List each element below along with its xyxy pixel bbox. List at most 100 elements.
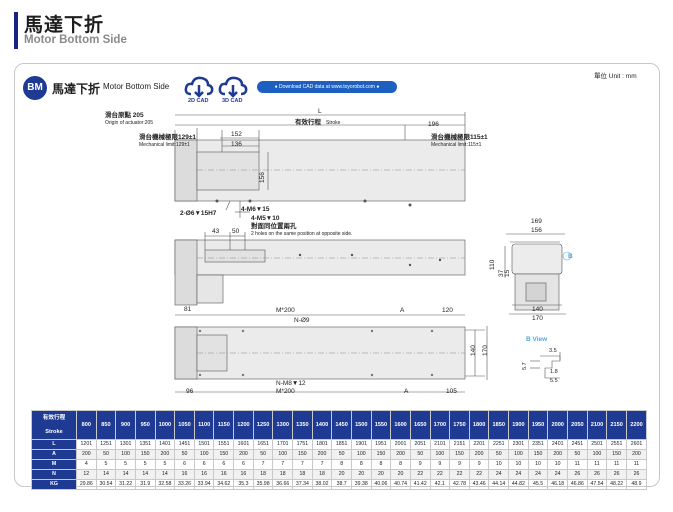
- stroke-value-cell: 1500: [350, 410, 372, 440]
- table-cell: 24: [527, 469, 549, 480]
- table-cell: 200: [625, 449, 648, 460]
- top-view-motor-end: [174, 139, 198, 202]
- table-cell: 39.38: [350, 479, 372, 490]
- stroke-value-cell: 1800: [468, 410, 490, 440]
- dim-15: 15: [504, 269, 511, 277]
- label-b-view: B View: [526, 336, 548, 343]
- dim-169: 169: [531, 218, 542, 225]
- table-cell: 200: [468, 449, 490, 460]
- table-cell: 9: [449, 459, 470, 470]
- table-cell: 11: [586, 459, 608, 470]
- dim-50: 50: [232, 228, 240, 235]
- table-cell: 10: [508, 459, 529, 470]
- table-cell: 18: [292, 469, 313, 480]
- table-cell: 100: [193, 449, 215, 460]
- stroke-value-cell: 2200: [625, 410, 648, 440]
- side-view-motor: [196, 274, 224, 304]
- table-cell: 14: [115, 469, 136, 480]
- table-cell: 48.22: [606, 479, 627, 490]
- table-cell: 150: [134, 449, 156, 460]
- table-cell: 100: [350, 449, 372, 460]
- table-cell: 1301: [115, 439, 136, 450]
- label-origin: 滑台原點 205: [105, 110, 144, 119]
- label-m6: 4-M6▼15: [241, 206, 270, 213]
- cad-2d-cloud-icon[interactable]: [184, 72, 214, 102]
- table-cell: 100: [508, 449, 529, 460]
- dim-105: 105: [446, 388, 457, 395]
- table-cell: 26: [586, 469, 608, 480]
- stroke-value-cell: 1550: [370, 410, 392, 440]
- table-cell: 16: [174, 469, 195, 480]
- table-cell: 16: [213, 469, 235, 480]
- table-cell: 14: [95, 469, 117, 480]
- stroke-value-cell: 2000: [547, 410, 569, 440]
- table-cell: 40.06: [370, 479, 392, 490]
- table-cell: 44.82: [508, 479, 529, 490]
- table-cell: 150: [370, 449, 392, 460]
- table-cell: 1251: [95, 439, 117, 450]
- stroke-value-cell: 1700: [429, 410, 451, 440]
- label-stroke: 有效行程: [295, 117, 322, 126]
- table-cell: 1401: [154, 439, 176, 450]
- stroke-value-cell: 1000: [154, 410, 176, 440]
- table-cell: 6: [193, 459, 215, 470]
- table-cell: 150: [606, 449, 627, 460]
- stroke-value-cell: 1850: [488, 410, 510, 440]
- table-cell: 200: [233, 449, 254, 460]
- table-cell: 20: [390, 469, 411, 480]
- cad-2d-label: 2D CAD: [188, 98, 209, 104]
- dim-96: 96: [186, 388, 194, 395]
- dim-1-8: 1.8: [550, 369, 558, 375]
- label-mech-right: 滑台機械極限115±1: [431, 132, 488, 141]
- table-cell: 150: [527, 449, 549, 460]
- stroke-value-cell: 1200: [233, 410, 254, 440]
- stroke-value-cell: 900: [115, 410, 136, 440]
- table-cell: 50: [331, 449, 352, 460]
- table-cell: 8: [370, 459, 392, 470]
- table-cell: 50: [252, 449, 274, 460]
- section-title: 馬達下折: [52, 82, 101, 96]
- end-view-profile: [511, 243, 563, 275]
- table-cell: 33.26: [174, 479, 195, 490]
- table-cell: 24: [508, 469, 529, 480]
- dim-m200-top: M*200: [276, 307, 295, 314]
- table-cell: 150: [292, 449, 313, 460]
- dim-5-5: 5.5: [550, 378, 558, 384]
- row-label: L: [31, 439, 77, 450]
- table-cell: 42.1: [429, 479, 451, 490]
- stroke-value-cell: 1150: [213, 410, 235, 440]
- dim-170: 170: [482, 345, 489, 356]
- table-cell: 11: [567, 459, 588, 470]
- stroke-header-en: Stroke: [45, 429, 63, 435]
- table-cell: 33.94: [193, 479, 215, 490]
- table-cell: 1651: [252, 439, 274, 450]
- dim-5-7: 5.7: [522, 362, 528, 370]
- table-cell: 43.46: [468, 479, 490, 490]
- table-cell: 2451: [567, 439, 588, 450]
- top-view-slider: [196, 151, 260, 191]
- table-cell: 1451: [174, 439, 195, 450]
- table-cell: 31.22: [115, 479, 136, 490]
- label-mech-left-sub: Mechanical limit:129±1: [139, 142, 190, 148]
- dim-156-vertical: 156: [259, 172, 266, 183]
- stroke-value-cell: 1100: [193, 410, 215, 440]
- table-cell: 26: [625, 469, 648, 480]
- table-cell: 200: [547, 449, 569, 460]
- table-cell: 5: [115, 459, 136, 470]
- table-cell: 2201: [468, 439, 490, 450]
- table-cell: 2601: [625, 439, 648, 450]
- table-cell: 5: [134, 459, 156, 470]
- dim-A-top: A: [400, 307, 405, 314]
- table-cell: 200: [76, 449, 97, 460]
- dim-37: 37: [498, 269, 505, 277]
- label-d6: 2-Ø6▼15H7: [180, 210, 217, 217]
- download-cad-button[interactable]: ● Download CAD data at www.toyorobot.com…: [257, 81, 397, 93]
- table-cell: 20: [350, 469, 372, 480]
- table-cell: 2151: [449, 439, 470, 450]
- table-cell: 6: [213, 459, 235, 470]
- table-cell: 37.34: [292, 479, 313, 490]
- cad-3d-cloud-icon[interactable]: [218, 72, 248, 102]
